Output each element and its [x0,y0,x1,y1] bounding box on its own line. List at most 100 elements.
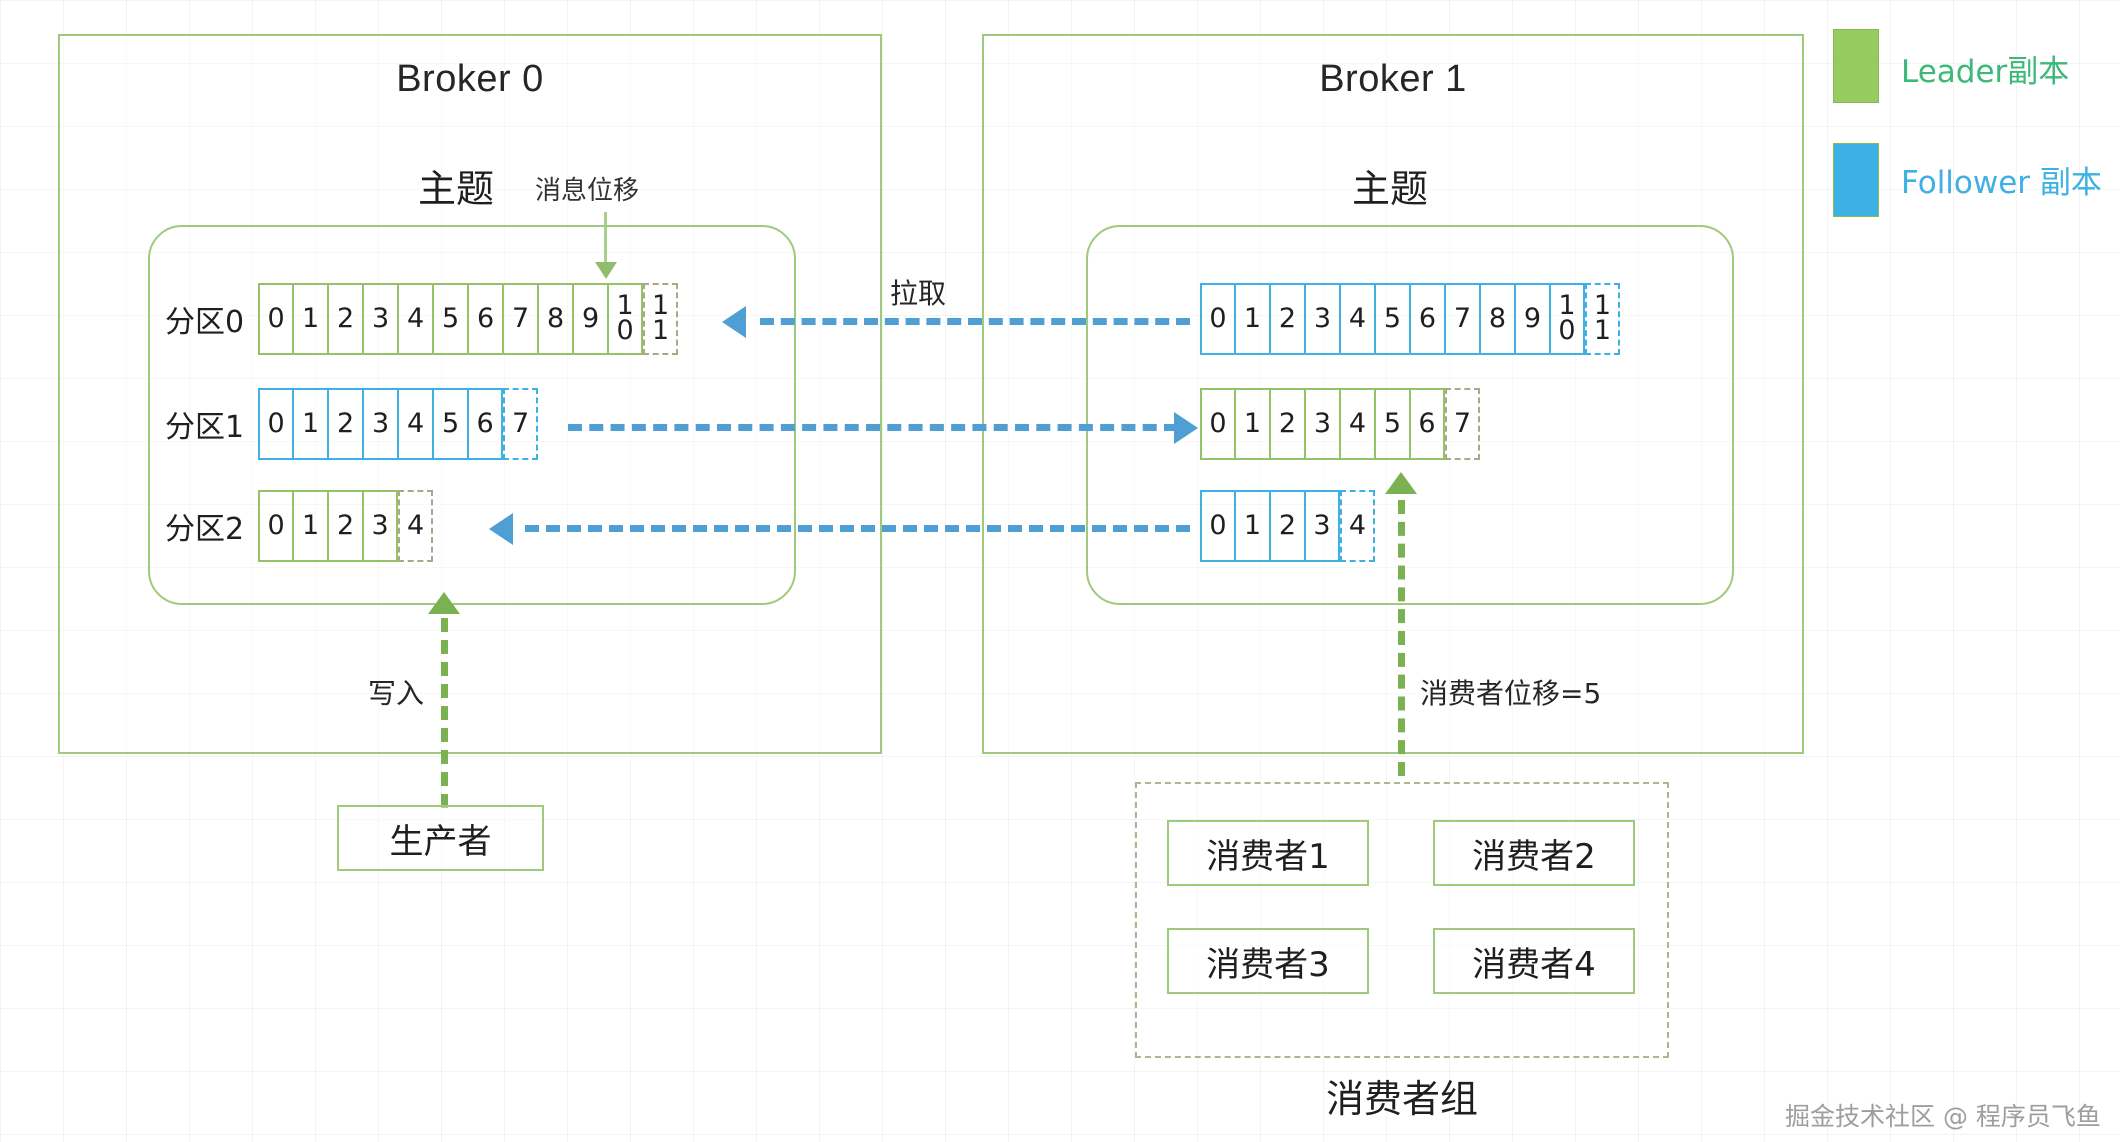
broker-1-container: Broker 1 [982,34,1804,754]
message-cell: 4 [1340,283,1375,355]
message-cell: 0 [258,490,294,562]
producer-label: 生产者 [389,821,492,862]
message-cell: 3 [363,388,399,460]
pull-label: 拉取 [890,277,947,310]
broker-0-topic-box [148,225,796,605]
message-offset-label: 消息位移 [535,176,640,206]
write-label: 写入 [368,677,425,710]
message-cell: 1 [1235,283,1270,355]
broker-0-title: Broker 0 [396,58,544,100]
broker-0-container: Broker 0 [58,34,882,754]
legend-leader-label: Leader副本 [1901,54,2070,90]
message-cell: 3 [1305,283,1340,355]
broker-0-partition-1-label: 分区1 [165,410,245,445]
message-cell: 4 [398,283,434,355]
write-flow-arrowhead [428,592,460,614]
producer-node[interactable]: 生产者 [337,805,544,871]
message-cell: 8 [538,283,574,355]
replication-flow-partition-0-arrowhead [722,306,746,338]
message-cell: 8 [1480,283,1515,355]
message-cell: 0 [258,283,294,355]
consumer-group-box: 消费者1 消费者2 消费者3 消费者4 [1135,782,1669,1058]
write-flow-line [441,618,448,808]
consumer-item-3[interactable]: 消费者3 [1167,928,1369,994]
consumer-group-caption: 消费者组 [1325,1077,1478,1121]
message-cell: 2 [328,283,364,355]
broker-0-partition-0-label: 分区0 [165,305,245,340]
message-cell: 2 [1270,490,1305,562]
message-cell: 2 [328,388,364,460]
message-cell: 6 [1410,388,1445,460]
consumer-item-1[interactable]: 消费者1 [1167,820,1369,886]
message-cell-pending: 4 [398,490,434,562]
message-cell: 4 [1340,388,1375,460]
message-cell: 3 [363,490,399,562]
message-cell: 5 [433,283,469,355]
broker-1-topic-box [1086,225,1734,605]
message-cell: 2 [328,490,364,562]
watermark: 掘金技术社区 @ 程序员飞鱼 [1785,1102,2101,1131]
replication-flow-partition-0-line [760,318,1190,325]
replication-flow-partition-1-line [568,424,1178,431]
message-cell: 5 [1375,283,1410,355]
message-cell: 1 [293,388,329,460]
replication-flow-partition-2-arrowhead [489,513,513,545]
consumer-offset-label: 消费者位移=5 [1420,677,1602,710]
message-cell: 1 [1235,490,1270,562]
message-cell: 5 [1375,388,1410,460]
message-cell: 3 [1305,490,1340,562]
message-cell: 6 [1410,283,1445,355]
message-offset-arrow-head [595,262,617,279]
consume-flow-line [1398,500,1405,776]
consumer-item-2-label: 消费者2 [1472,836,1596,877]
legend-leader-swatch [1833,29,1879,103]
message-cell: 0 [1200,388,1235,460]
broker-0-partition-2-label: 分区2 [165,512,245,547]
consumer-item-3-label: 消费者3 [1206,944,1330,985]
consumer-item-4-label: 消费者4 [1472,944,1596,985]
message-cell: 0 [258,388,294,460]
message-cell: 2 [1270,388,1305,460]
consumer-item-2[interactable]: 消费者2 [1433,820,1635,886]
message-cell: 6 [468,388,504,460]
message-cell: 4 [398,388,434,460]
message-cell-pending: 4 [1340,490,1375,562]
legend-follower-swatch [1833,143,1879,217]
message-cell-pending: 7 [1445,388,1480,460]
message-cell: 0 [1200,283,1235,355]
consumer-item-4[interactable]: 消费者4 [1433,928,1635,994]
legend-follower-label: Follower 副本 [1901,165,2102,201]
replication-flow-partition-1-arrowhead [1174,412,1198,444]
message-cell: 2 [1270,283,1305,355]
message-cell: 1 [293,283,329,355]
message-cell: 1 [293,490,329,562]
message-cell: 0 [1200,490,1235,562]
consume-flow-arrowhead [1385,472,1417,494]
message-cell: 9 [1515,283,1550,355]
broker-0-topic-label: 主题 [418,167,495,211]
message-cell: 3 [1305,388,1340,460]
message-cell: 5 [433,388,469,460]
message-cell: 1 [1235,388,1270,460]
message-cell: 9 [573,283,609,355]
broker-1-topic-label: 主题 [1352,167,1429,211]
message-cell-pending: 7 [503,388,539,460]
message-cell: 3 [363,283,399,355]
